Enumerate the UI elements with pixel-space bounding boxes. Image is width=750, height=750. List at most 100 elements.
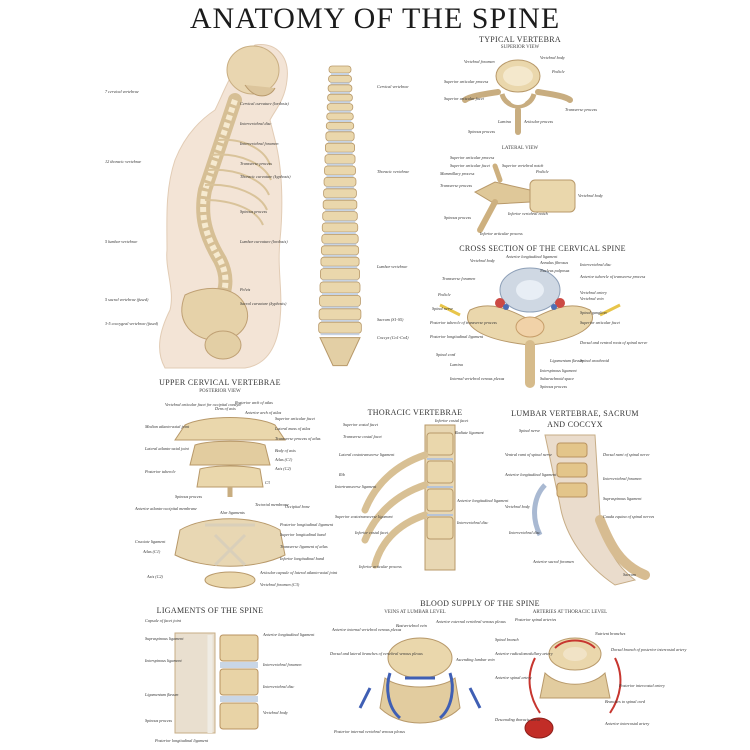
upper-cervical-illustration — [174, 417, 286, 589]
upper-cervical-label: Alar ligaments — [220, 510, 245, 515]
anterior-spine-label: Thoracic vertebrae — [377, 169, 410, 174]
lumbar-label: Vertebral body — [505, 504, 530, 509]
upper-cervical-label: Inferior longitudinal band — [280, 556, 324, 561]
lumbar-label: Intervertebral foramen — [603, 476, 642, 481]
cross-section-label: Vertebral artery — [580, 290, 607, 295]
intervertebral-disc — [327, 152, 353, 155]
intervertebral-disc — [323, 243, 357, 246]
arteries-figure: Posterior spinal arteries Nutrient branc… — [495, 617, 686, 746]
vertebra — [319, 294, 361, 307]
cross-section-label: Interspinous ligament — [540, 368, 577, 373]
upper-cervical-label: Median atlanto-axial joint — [145, 424, 190, 429]
anterior-spine-label: Sacrum (S1-S5) — [377, 317, 404, 322]
lumbar-illustration — [532, 434, 650, 586]
cross-section-label: Anterior tubercle of transverse process — [580, 274, 646, 279]
upper-cervical-label: Anterior arch of atlas — [245, 410, 282, 415]
ligaments-figure: Capsule of facet joint Supraspinous liga… — [145, 615, 320, 745]
ligaments-label: Ligamentum flavum — [145, 692, 179, 697]
thoracic-label: Inferior costal facet — [435, 418, 469, 423]
intervertebral-disc — [320, 333, 360, 336]
cross-section-label: Dorsal and ventral roots of spinal nerve — [580, 340, 648, 345]
thoracic-label: Superior costotransverse ligament — [335, 514, 393, 519]
upper-cervical-label: Posterior tubercle — [145, 469, 176, 474]
arteries-subheading: ARTERIES AT THORACIC LEVEL — [532, 610, 608, 615]
upper-cervical-label: Superior longitudinal band — [280, 532, 326, 537]
upper-cervical-label: Atlas (C1) — [275, 457, 293, 462]
lateral-view-label: Superior vertebral notch — [502, 163, 544, 168]
lumbar-label: Spinal nerve — [519, 428, 541, 433]
lateral-spine-figure: 7 cervical vertebrae 12 thoracic vertebr… — [105, 40, 315, 370]
upper-cervical-label: Axis (C2) — [147, 574, 163, 579]
anterior-spine-label: Lumbar vertebrae — [377, 264, 408, 269]
cross-section-label: Spinous process — [540, 384, 567, 389]
intervertebral-disc — [329, 101, 351, 104]
thoracic-label: Inferior costal facet — [355, 530, 389, 535]
upper-cervical-label: Transverse process of atlas — [275, 436, 321, 441]
lateral-right-label: Pelvis — [240, 287, 251, 292]
ligaments-label: Spinous process — [145, 718, 172, 723]
cross-section-label: Vertebral vein — [580, 296, 604, 301]
vertebra — [325, 122, 355, 130]
arteries-label: Nutrient branches — [595, 631, 626, 636]
lateral-view-label: Superior articular process — [450, 155, 495, 160]
blood-supply-heading: BLOOD SUPPLY OF THE SPINE — [420, 599, 540, 608]
upper-cervical-label: Posterior longitudinal ligament — [280, 522, 334, 527]
cross-section-label: Vertebral body — [470, 258, 495, 263]
veins-label: Anterior external vertebral venous plexu… — [436, 619, 506, 624]
lumbar-label: Sacrum — [623, 572, 636, 577]
lateral-view-figure: Superior articular process Superior arti… — [440, 152, 605, 242]
superior-view-label: Vertebral body — [540, 55, 565, 60]
thoracic-illustration — [361, 424, 456, 571]
lateral-right-label: Transverse process — [240, 161, 273, 166]
cervical-cross-section-illustration — [439, 267, 621, 388]
ligaments-label: Intervertebral disc — [263, 684, 295, 689]
cross-section-label: Pedicle — [438, 292, 451, 297]
cross-section-figure: Vertebral body Anterior longitudinal lig… — [430, 254, 648, 395]
poster-title: ANATOMY OF THE SPINE — [189, 2, 561, 35]
lateral-spine-illustration — [159, 44, 288, 369]
upper-cervical-label: Vertebral foramen (C3) — [260, 582, 300, 587]
cross-section-label: Nucleus pulposus — [540, 268, 570, 273]
lumbar-heading: LUMBAR VERTEBRAE, SACRUM AND COCCYX — [511, 409, 639, 429]
superior-view-label: Pedicle — [552, 69, 565, 74]
cross-section-label: Ligamentum flavum — [550, 358, 584, 363]
thoracic-label: Radiate ligament — [455, 430, 484, 435]
arteries-label: Branches to spinal cord — [605, 699, 645, 704]
veins-label: Ascending lumbar vein — [456, 657, 495, 662]
upper-cervical-label: Transverse ligament of atlas — [280, 544, 328, 549]
upper-cervical-label: Articular capsule of lateral atlanto-axi… — [260, 570, 338, 575]
lumbar-label: Anterior longitudinal ligament — [505, 472, 557, 477]
lumbar-label: Cauda equina of spinal nerves — [603, 514, 655, 519]
lateral-view-label: Inferior articular process — [480, 231, 523, 236]
lateral-left-label: 5 lumbar vertebrae — [105, 239, 138, 244]
cross-section-label: Anterior longitudinal ligament — [506, 254, 558, 259]
cross-section-label: Spinal nerve — [432, 306, 454, 311]
vertebra — [320, 245, 360, 256]
intervertebral-disc — [326, 163, 354, 166]
intervertebral-disc — [328, 129, 352, 132]
vertebra — [327, 84, 353, 93]
superior-view-label: Superior articular process — [444, 79, 489, 84]
thoracic-label: Superior costal facet — [343, 422, 378, 427]
ligaments-label: Posterior longitudinal ligament — [155, 738, 209, 743]
anterior-spine-figure: Cervical vertebrae Thoracic vertebrae Lu… — [305, 60, 425, 367]
lateral-right-label: Lumbar curvature (lordosis) — [240, 239, 288, 244]
upper-cervical-label: Tectorial membrane — [255, 502, 289, 507]
thoracic-label: Intervertebral disc — [457, 520, 489, 525]
vertebra — [324, 142, 356, 153]
arteries-label: Dorsal branch of posterior intercostal a… — [611, 647, 687, 652]
cross-section-label: Lamina — [450, 362, 463, 367]
lateral-right-label: Thoracic curvature (kyphosis) — [240, 174, 291, 179]
thoracic-heading: THORACIC VERTEBRAE — [367, 408, 463, 417]
typical-lateral-subheading: LATERAL VIEW — [501, 146, 539, 151]
upper-cervical-label: Spinous process — [175, 494, 202, 499]
cross-section-label: Posterior tubercle of transverse process — [430, 320, 497, 325]
intervertebral-disc — [330, 91, 350, 94]
typical-vertebra-heading: TYPICAL VERTEBRA — [479, 35, 561, 44]
thoracic-figure: Superior costal facet Transverse costal … — [335, 415, 508, 580]
intervertebral-disc — [322, 266, 358, 269]
lateral-view-label: Pedicle — [536, 169, 549, 174]
ligaments-label: Interspinous ligament — [145, 658, 182, 663]
lumbar-figure: Spinal nerve Ventral rami of spinal nerv… — [505, 425, 660, 590]
